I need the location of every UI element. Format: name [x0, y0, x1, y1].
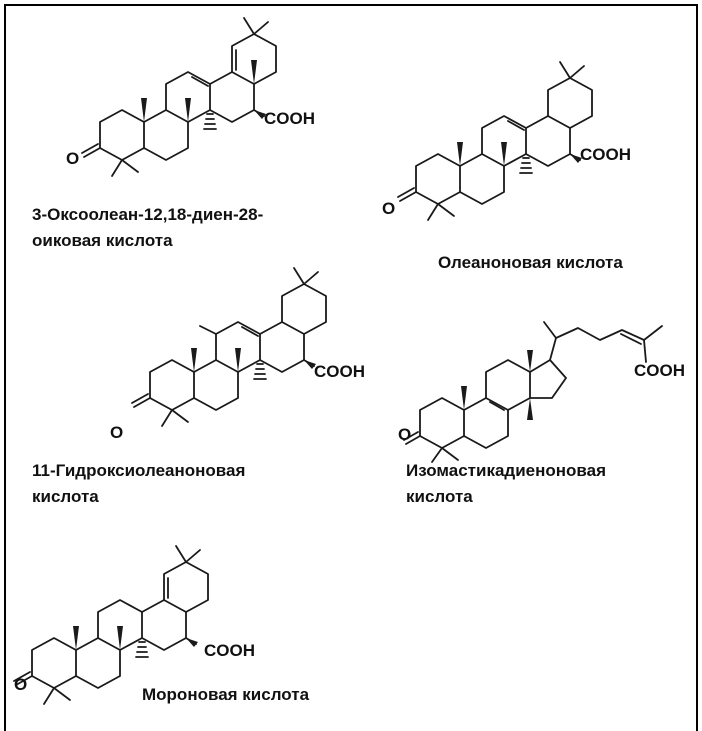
- ketone-oxygen-label: O: [66, 149, 79, 168]
- compound-name-line2: оиковая кислота: [32, 231, 173, 250]
- compound-name-line1: Мороновая кислота: [142, 685, 310, 704]
- ketone-oxygen-label: O: [382, 199, 395, 218]
- methyl-hash: [135, 641, 149, 658]
- ketone-oxygen-label: O: [110, 423, 123, 442]
- compound-name-line2: кислота: [32, 487, 99, 506]
- figure-frame: [4, 4, 698, 731]
- compound-name-line1: 11-Гидроксиолеаноновая: [32, 461, 245, 480]
- structure-oleanonic-acid: COOH O: [382, 61, 631, 221]
- methyl-wedges: [457, 142, 582, 166]
- methyl-hash: [519, 157, 533, 174]
- compound-name-line1: Олеаноновая кислота: [438, 253, 623, 272]
- compound-name-line1: Изомастикадиеноновая: [406, 461, 606, 480]
- methyl-wedges: [141, 60, 266, 122]
- structure-moronic-acid: COOH O: [13, 545, 255, 705]
- ring-skeleton: [397, 61, 593, 221]
- compound-name-line2: кислота: [406, 487, 473, 506]
- structure-hydroxyoleanonic-acid: COOH O: [110, 267, 365, 442]
- cooh-label: COOH: [264, 109, 315, 128]
- methyl-wedges: [73, 626, 198, 650]
- ring-skeleton: [13, 545, 209, 705]
- cooh-label: COOH: [314, 362, 365, 381]
- cooh-label: COOH: [634, 361, 685, 380]
- ketone-oxygen-label: O: [14, 675, 27, 694]
- methyl-hash: [253, 363, 267, 380]
- structure-isomasticadienonic-acid: COOH O: [398, 321, 685, 463]
- ring-skeleton: [131, 267, 327, 427]
- methyl-wedges: [191, 348, 316, 372]
- ring-skeleton: [403, 321, 663, 463]
- cooh-label: COOH: [580, 145, 631, 164]
- methyl-hash: [203, 113, 217, 130]
- cooh-label: COOH: [204, 641, 255, 660]
- ring-skeleton: [81, 17, 277, 177]
- ketone-oxygen-label: O: [398, 425, 411, 444]
- compound-name-line1: 3-Оксоолеан-12,18-диен-28-: [32, 205, 263, 224]
- structure-oxooleanadienoic-acid: COOH O: [66, 17, 315, 177]
- methyl-wedges: [461, 350, 533, 420]
